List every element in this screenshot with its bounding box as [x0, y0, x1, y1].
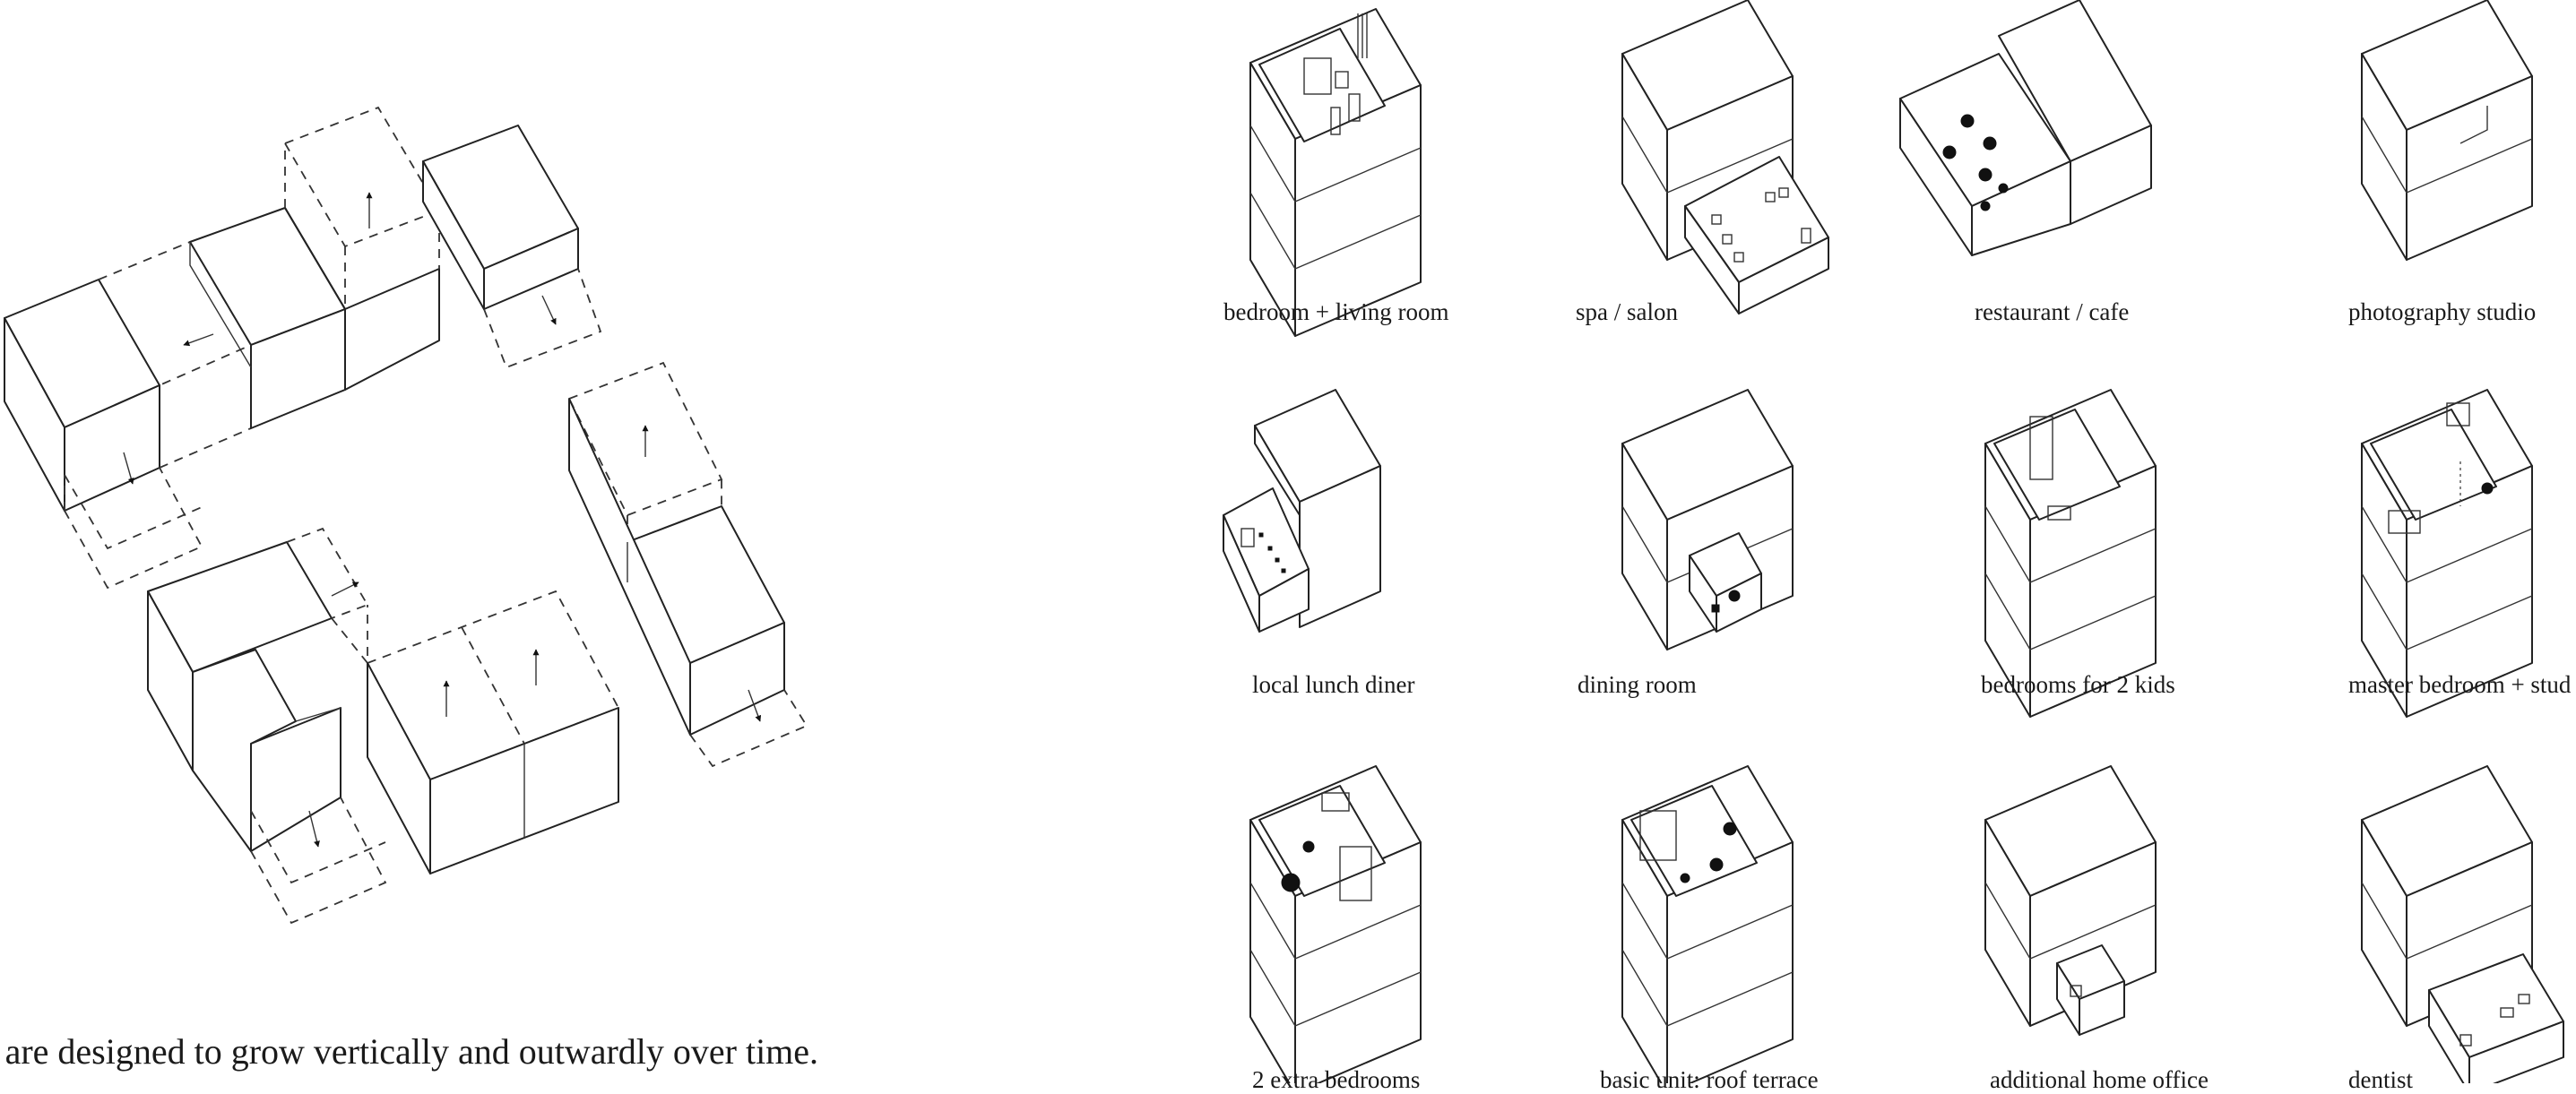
caption-basic-unit-roof-terrace: basic unit: roof terrace	[1600, 1066, 1819, 1094]
caption-2-extra-bedrooms: 2 extra bedrooms	[1252, 1066, 1420, 1094]
caption-master-bedroom-study: master bedroom + stud	[2348, 671, 2571, 699]
caption-dentist: dentist	[2348, 1066, 2413, 1094]
unit-restaurant-cafe	[1900, 0, 2151, 255]
block-right	[569, 363, 807, 766]
unit-spa-salon	[1622, 0, 1828, 314]
unit-dentist	[2362, 766, 2563, 1083]
unit-bedroom-living-room	[1250, 9, 1421, 336]
unit-dining-room	[1622, 390, 1793, 650]
growth-diagram	[4, 108, 807, 923]
unit-bedrooms-2-kids	[1985, 390, 2156, 717]
main-text: gs are designed to grow vertically and o…	[0, 1030, 818, 1072]
unit-basic-roof-terrace	[1622, 766, 1793, 1083]
unit-photography-studio	[2362, 0, 2532, 260]
caption-bedroom-living-room: bedroom + living room	[1223, 298, 1448, 326]
caption-bedrooms-2-kids: bedrooms for 2 kids	[1981, 671, 2175, 699]
caption-additional-home-office: additional home office	[1990, 1066, 2209, 1094]
unit-additional-home-office	[1985, 766, 2156, 1035]
block-left	[4, 242, 251, 588]
block-middle	[190, 108, 439, 428]
caption-photography-studio: photography studio	[2348, 298, 2536, 326]
block-top-right	[423, 125, 601, 367]
block-bottom-left	[148, 529, 385, 923]
unit-local-lunch-diner	[1223, 390, 1380, 632]
unit-2-extra-bedrooms	[1250, 766, 1421, 1083]
caption-restaurant-cafe: restaurant / cafe	[1975, 298, 2129, 326]
caption-local-lunch-diner: local lunch diner	[1252, 671, 1414, 699]
unit-master-bedroom-study	[2362, 390, 2532, 717]
caption-spa-salon: spa / salon	[1576, 298, 1678, 326]
block-bottom-middle	[367, 591, 618, 874]
caption-dining-room: dining room	[1578, 671, 1697, 699]
